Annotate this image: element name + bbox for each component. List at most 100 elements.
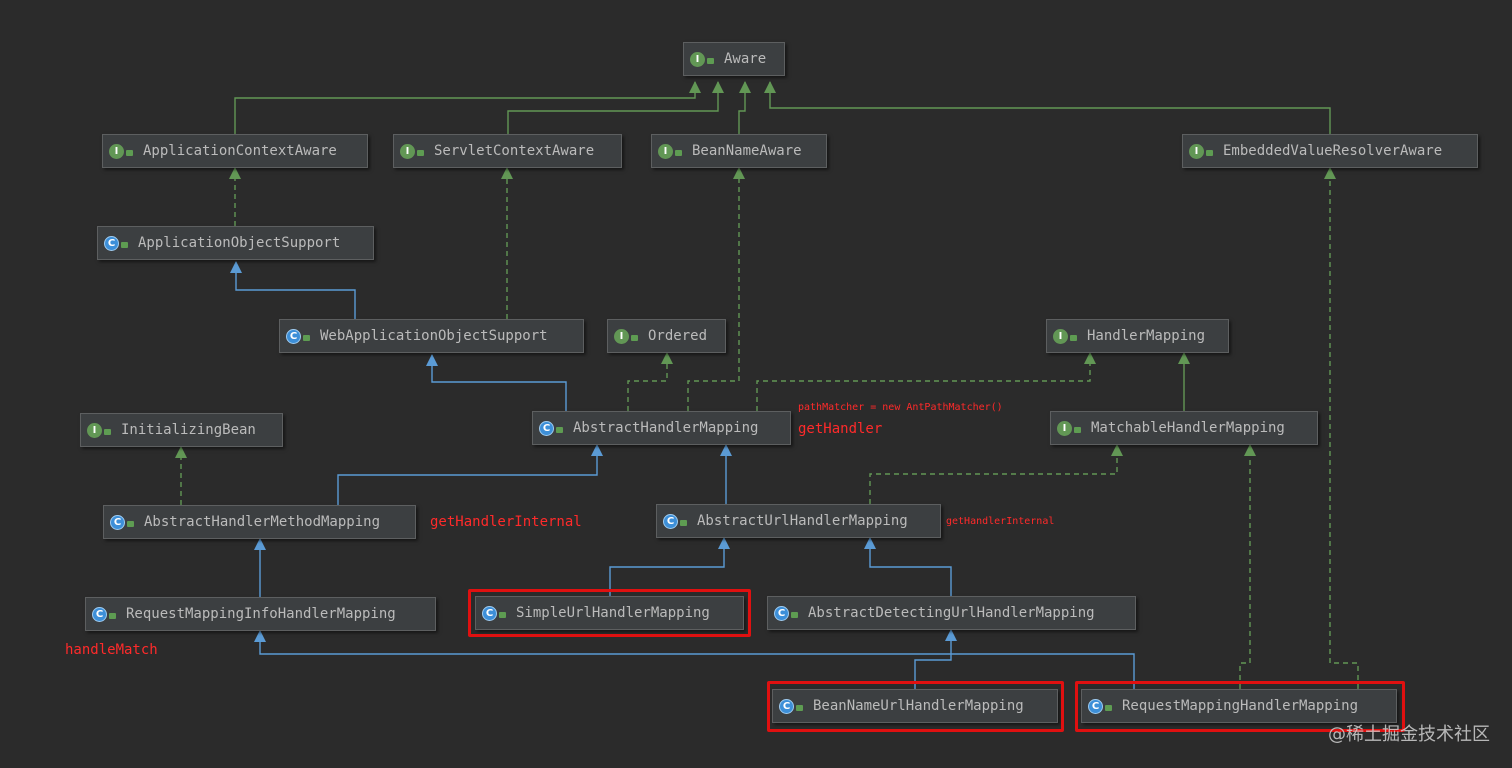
node-handler-mapping[interactable]: I HandlerMapping xyxy=(1046,319,1229,353)
node-matchable-handler-mapping[interactable]: I MatchableHandlerMapping xyxy=(1050,411,1318,445)
node-abstract-url-handler-mapping[interactable]: C AbstractUrlHandlerMapping xyxy=(656,504,941,538)
public-lock-icon xyxy=(556,427,563,433)
edge-web-application-object-support-to-servlet-context-aware-arrowhead xyxy=(501,167,513,179)
class-icon: C xyxy=(482,605,497,621)
node-servlet-context-aware[interactable]: I ServletContextAware xyxy=(393,134,622,168)
node-label: WebApplicationObjectSupport xyxy=(320,328,548,344)
edge-abstract-handler-mapping-to-bean-name-aware-arrowhead xyxy=(733,167,745,179)
public-lock-icon xyxy=(121,242,128,248)
node-label: EmbeddedValueResolverAware xyxy=(1223,143,1443,159)
public-lock-icon xyxy=(796,705,803,711)
node-aware[interactable]: I Aware xyxy=(683,42,785,76)
annotation-handle-match: handleMatch xyxy=(65,642,158,658)
edge-abstract-handler-mapping-to-ordered-arrowhead xyxy=(661,352,673,364)
edge-abstract-url-handler-mapping-to-matchable-handler-mapping xyxy=(869,445,1118,504)
node-label: ApplicationObjectSupport xyxy=(138,235,341,251)
annotation-get-handler: getHandler xyxy=(798,421,883,437)
edge-bean-name-aware-to-aware xyxy=(738,82,746,134)
edge-bean-name-aware-to-aware-arrowhead xyxy=(739,81,751,93)
interface-icon: I xyxy=(1189,143,1204,159)
annotation-get-handler-internal-method: getHandlerInternal xyxy=(430,514,582,530)
edge-request-mapping-handler-mapping-to-embedded-value-resolver-aware xyxy=(1329,168,1359,689)
node-application-object-support[interactable]: C ApplicationObjectSupport xyxy=(97,226,374,260)
edge-abstract-handler-mapping-to-ordered xyxy=(627,353,668,411)
edge-matchable-handler-mapping-to-handler-mapping-arrowhead xyxy=(1178,352,1190,364)
node-ordered[interactable]: I Ordered xyxy=(607,319,726,353)
node-label: ApplicationContextAware xyxy=(143,143,337,159)
edge-request-mapping-handler-mapping-to-request-mapping-info-handler-mapping xyxy=(259,631,1135,689)
class-icon: C xyxy=(663,513,678,529)
class-icon: C xyxy=(92,606,107,622)
public-lock-icon xyxy=(791,612,798,618)
node-simple-url-handler-mapping[interactable]: C SimpleUrlHandlerMapping xyxy=(475,596,744,630)
public-lock-icon xyxy=(417,150,424,156)
node-label: RequestMappingInfoHandlerMapping xyxy=(126,606,396,622)
node-web-application-object-support[interactable]: C WebApplicationObjectSupport xyxy=(279,319,584,353)
edge-bean-name-url-handler-mapping-to-abstract-detecting-url-handler-mapping xyxy=(914,630,952,689)
edge-embedded-value-resolver-aware-to-aware xyxy=(769,82,1331,134)
public-lock-icon xyxy=(1206,150,1213,156)
node-label: SimpleUrlHandlerMapping xyxy=(516,605,710,621)
edge-abstract-handler-method-mapping-to-initializing-bean-arrowhead xyxy=(175,446,187,458)
edge-abstract-handler-mapping-to-web-application-object-support xyxy=(431,355,567,411)
edge-application-object-support-to-application-context-aware-arrowhead xyxy=(229,167,241,179)
edge-abstract-handler-method-mapping-to-abstract-handler-mapping xyxy=(337,445,598,505)
node-request-mapping-handler-mapping[interactable]: C RequestMappingHandlerMapping xyxy=(1081,689,1397,723)
public-lock-icon xyxy=(109,613,116,619)
edge-bean-name-url-handler-mapping-to-abstract-detecting-url-handler-mapping-arrowhead xyxy=(945,629,957,641)
edge-abstract-handler-mapping-to-handler-mapping-arrowhead xyxy=(1084,352,1096,364)
node-label: MatchableHandlerMapping xyxy=(1091,420,1285,436)
node-label: Aware xyxy=(724,51,767,67)
edge-abstract-handler-method-mapping-to-abstract-handler-mapping-arrowhead xyxy=(591,444,603,456)
node-label: BeanNameUrlHandlerMapping xyxy=(813,698,1024,714)
edge-request-mapping-handler-mapping-to-matchable-handler-mapping xyxy=(1239,445,1251,689)
node-bean-name-url-handler-mapping[interactable]: C BeanNameUrlHandlerMapping xyxy=(772,689,1058,723)
node-application-context-aware[interactable]: I ApplicationContextAware xyxy=(102,134,368,168)
interface-icon: I xyxy=(690,51,705,67)
edge-request-mapping-handler-mapping-to-request-mapping-info-handler-mapping-arrowhead xyxy=(254,630,266,642)
annotation-get-handler-internal-url: getHandlerInternal xyxy=(946,516,1055,527)
node-abstract-handler-method-mapping[interactable]: C AbstractHandlerMethodMapping xyxy=(103,505,416,539)
public-lock-icon xyxy=(104,429,111,435)
interface-icon: I xyxy=(109,143,124,159)
public-lock-icon xyxy=(1074,427,1081,433)
public-lock-icon xyxy=(1070,335,1077,341)
interface-icon: I xyxy=(658,143,673,159)
class-icon: C xyxy=(1088,698,1103,714)
public-lock-icon xyxy=(631,335,638,341)
edge-abstract-detecting-url-handler-mapping-to-abstract-url-handler-mapping-arrowhead xyxy=(864,537,876,549)
edge-application-context-aware-to-aware xyxy=(234,82,696,134)
node-label: AbstractHandlerMapping xyxy=(573,420,759,436)
public-lock-icon xyxy=(499,612,506,618)
node-embedded-value-resolver-aware[interactable]: I EmbeddedValueResolverAware xyxy=(1182,134,1478,168)
public-lock-icon xyxy=(126,150,133,156)
edge-application-context-aware-to-aware-arrowhead xyxy=(689,81,701,93)
node-abstract-handler-mapping[interactable]: C AbstractHandlerMapping xyxy=(532,411,791,445)
node-bean-name-aware[interactable]: I BeanNameAware xyxy=(651,134,827,168)
annotation-path-matcher: pathMatcher = new AntPathMatcher() xyxy=(798,402,1003,413)
edge-web-application-object-support-to-application-object-support xyxy=(235,262,356,319)
node-label: BeanNameAware xyxy=(692,143,802,159)
edge-request-mapping-handler-mapping-to-matchable-handler-mapping-arrowhead xyxy=(1244,444,1256,456)
edge-servlet-context-aware-to-aware xyxy=(507,82,719,134)
node-label: HandlerMapping xyxy=(1087,328,1206,344)
public-lock-icon xyxy=(127,521,134,527)
node-label: AbstractDetectingUrlHandlerMapping xyxy=(808,605,1095,621)
highlight-bean-name-url-handler-mapping xyxy=(767,681,1064,732)
public-lock-icon xyxy=(675,150,682,156)
edge-abstract-url-handler-mapping-to-abstract-handler-mapping-arrowhead xyxy=(720,444,732,456)
edge-request-mapping-handler-mapping-to-embedded-value-resolver-aware-arrowhead xyxy=(1324,167,1336,179)
node-initializing-bean[interactable]: I InitializingBean xyxy=(80,413,283,447)
node-request-mapping-info-handler-mapping[interactable]: C RequestMappingInfoHandlerMapping xyxy=(85,597,436,631)
node-label: AbstractHandlerMethodMapping xyxy=(144,514,381,530)
edge-abstract-url-handler-mapping-to-matchable-handler-mapping-arrowhead xyxy=(1111,444,1123,456)
highlight-request-mapping-handler-mapping xyxy=(1075,681,1405,732)
edge-servlet-context-aware-to-aware-arrowhead xyxy=(712,81,724,93)
edge-request-mapping-info-handler-mapping-to-abstract-handler-method-mapping-arrowhead xyxy=(254,538,266,550)
interface-icon: I xyxy=(614,328,629,344)
edge-abstract-handler-mapping-to-bean-name-aware xyxy=(687,168,740,411)
interface-icon: I xyxy=(400,143,415,159)
node-label: Ordered xyxy=(648,328,708,344)
node-abstract-detecting-url-handler-mapping[interactable]: C AbstractDetectingUrlHandlerMapping xyxy=(767,596,1136,630)
